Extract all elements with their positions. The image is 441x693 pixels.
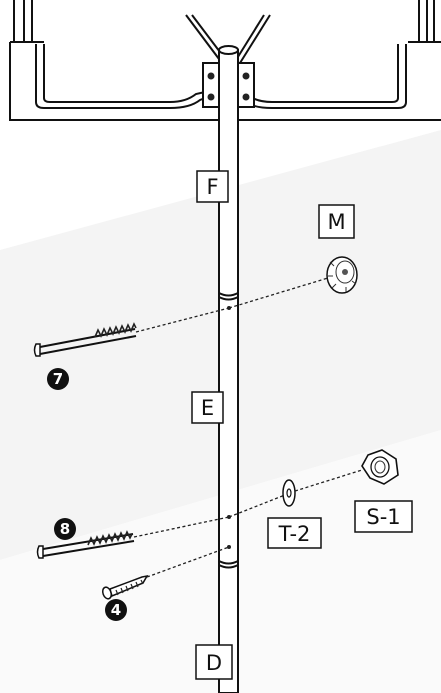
top-frame [9,0,441,121]
washer-icon [282,479,296,507]
carriage-bolt-icon [36,530,135,559]
part-label-e: E [191,391,224,424]
svg-text:M: M [327,210,345,234]
pole-bracket [202,62,255,108]
align-line-m [228,277,329,309]
svg-text:8: 8 [60,520,70,538]
svg-text:4: 4 [111,601,121,619]
svg-text:D: D [206,651,222,675]
hex-nut-icon [361,449,399,485]
svg-text:F: F [206,175,218,199]
svg-text:E: E [201,396,214,420]
svg-text:S-1: S-1 [366,505,400,529]
carriage-bolt-icon [33,322,137,357]
align-line-nut [294,469,363,492]
svg-text:7: 7 [53,370,63,388]
screw-icon [101,574,149,600]
svg-text:T-2: T-2 [278,522,311,546]
knob-icon [326,256,358,294]
part-label-m: M [318,204,355,239]
pole-hole-lower [227,545,231,549]
pole [218,45,239,693]
part-label-f: F [196,170,229,203]
align-line-4 [146,546,230,578]
part-label-t2: T-2 [267,517,322,549]
step-badge-7: 7 [47,368,69,390]
step-badge-8: 8 [54,518,76,540]
step-badge-4: 4 [105,599,127,621]
part-label-d: D [195,644,233,680]
part-label-s1: S-1 [354,500,413,533]
